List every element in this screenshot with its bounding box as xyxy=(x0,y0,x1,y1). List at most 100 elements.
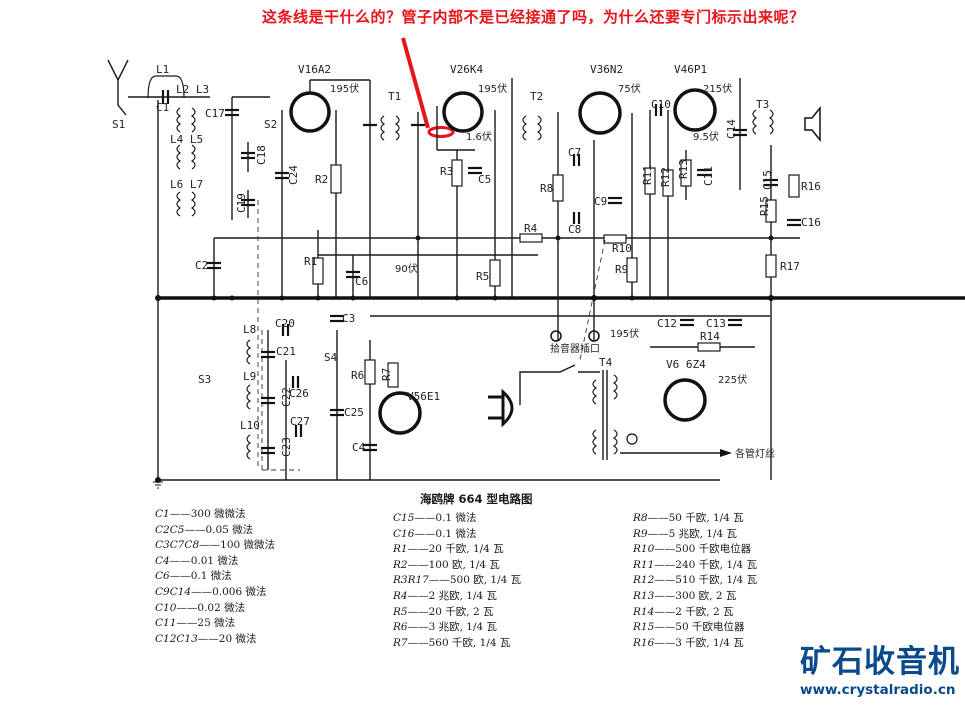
tube-v4 xyxy=(673,88,717,132)
label-c19: C19 xyxy=(235,193,248,213)
speaker-icon xyxy=(804,105,821,143)
tube-v6 xyxy=(663,378,707,422)
label-c9: C9 xyxy=(594,195,607,208)
label-c5: C5 xyxy=(478,173,491,186)
schematic-title: 海鸥牌 664 型电路图 xyxy=(420,492,533,506)
parts-row: C4——0.01 微法 xyxy=(155,554,239,567)
label-c10: C10 xyxy=(651,98,671,111)
label-l1: L1 xyxy=(156,63,169,76)
voltage-cathode-v4: 9.5伏 xyxy=(693,130,719,143)
parts-row: C10——0.02 微法 xyxy=(155,601,246,614)
label-c14: C14 xyxy=(725,119,738,139)
label-c24: C24 xyxy=(287,165,300,185)
label-r17: R17 xyxy=(780,260,800,273)
label-c20: C20 xyxy=(275,317,295,330)
label-pickup-jack: 拾音器插口 xyxy=(550,342,600,355)
label-v1: V16A2 xyxy=(298,63,331,76)
annotation-arrow xyxy=(401,37,430,129)
parts-row: R9——5 兆欧, 1/4 瓦 xyxy=(633,527,738,540)
parts-row: R6——3 兆欧, 1/4 瓦 xyxy=(393,621,498,634)
label-c6: C6 xyxy=(355,275,368,288)
label-s4: S4 xyxy=(324,351,338,364)
label-c25: C25 xyxy=(344,406,364,419)
label-s2: S2 xyxy=(264,118,277,131)
power-plug-icon xyxy=(488,388,514,428)
parts-list-col3: R8——50 千欧, 1/4 瓦 R9——5 兆欧, 1/4 瓦 R10——50… xyxy=(633,511,757,651)
label-v5: V56E1 xyxy=(407,390,440,403)
label-c3: C3 xyxy=(342,312,355,325)
label-l9: L9 xyxy=(243,370,256,383)
label-t2: T2 xyxy=(530,90,543,103)
label-r9: R9 xyxy=(615,263,628,276)
parts-row: C11——25 微法 xyxy=(155,617,236,630)
logo-name: 矿石收音机 xyxy=(800,644,960,680)
label-l6l7: L6 L7 xyxy=(170,178,203,191)
parts-row: C9C14——0.006 微法 xyxy=(155,585,267,598)
label-r16: R16 xyxy=(801,180,821,193)
power-switch[interactable] xyxy=(519,364,600,405)
label-r8: R8 xyxy=(540,182,553,195)
label-l8: L8 xyxy=(243,323,256,336)
label-c4: C4 xyxy=(352,441,366,454)
voltage-v4: 215伏 xyxy=(703,82,732,95)
label-v2: V26K4 xyxy=(450,63,483,76)
label-v6: V6 6Z4 xyxy=(666,358,706,371)
parts-row: C6——0.1 微法 xyxy=(155,570,232,583)
logo-url[interactable]: www.crystalradio.cn xyxy=(800,682,956,698)
pickup-jack-1[interactable] xyxy=(550,330,562,342)
parts-row: R5——20 千欧, 2 瓦 xyxy=(393,605,494,618)
label-r7: R7 xyxy=(380,368,393,381)
label-r2: R2 xyxy=(315,173,328,186)
label-c17: C17 xyxy=(205,107,225,120)
parts-row: R13——300 欧, 2 瓦 xyxy=(633,589,737,602)
pilot-lamp-icon xyxy=(626,433,638,445)
voltage-v3: 75伏 xyxy=(618,82,641,95)
parts-row: C1——300 微微法 xyxy=(155,508,246,520)
voltage-195-supply: 195伏 xyxy=(610,327,639,340)
label-l10: L10 xyxy=(240,419,260,432)
voltage-v2: 195伏 xyxy=(478,82,507,95)
site-logo[interactable]: 矿石收音机 www.crystalradio.cn xyxy=(800,645,960,699)
label-c12: C12 xyxy=(657,317,677,330)
parts-list-col1: C1——300 微微法 C2C5——0.05 微法 C3C7C8——100 微微… xyxy=(155,507,275,647)
label-r3: R3 xyxy=(440,165,453,178)
label-c16: C16 xyxy=(801,216,821,229)
label-r15: R15 xyxy=(758,196,771,216)
label-c1: C1 xyxy=(156,101,169,114)
l1-coil xyxy=(147,75,185,99)
label-heaters: 各管灯丝 xyxy=(735,447,775,460)
parts-row: R8——50 千欧, 1/4 瓦 xyxy=(633,512,744,524)
label-c22: C22 xyxy=(280,387,293,407)
parts-row: C12C13——20 微法 xyxy=(155,632,257,645)
circuit-schematic: L1 C1 L2 L3 S1 S2 L4 L5 L6 L7 C17 C18 C1… xyxy=(107,37,965,489)
label-t1: T1 xyxy=(388,90,401,103)
parts-row: R12——510 千欧, 1/4 瓦 xyxy=(633,574,758,587)
voltage-v1: 195伏 xyxy=(330,82,359,95)
tube-v3 xyxy=(578,91,622,135)
label-c26: C26 xyxy=(289,387,309,400)
label-c8: C8 xyxy=(568,223,581,236)
voltage-cathode-v2: 1.6伏 xyxy=(466,130,492,143)
parts-row: R16——3 千欧, 1/4 瓦 xyxy=(633,636,744,649)
label-v3: V36N2 xyxy=(590,63,623,76)
label-c13: C13 xyxy=(706,317,726,330)
parts-row: R2——100 欧, 1/4 瓦 xyxy=(393,558,500,571)
parts-row: C2C5——0.05 微法 xyxy=(155,523,254,536)
antenna-icon xyxy=(107,59,129,116)
tube-v2 xyxy=(442,91,484,133)
label-r1: R1 xyxy=(304,255,317,268)
label-l4l5: L4 L5 xyxy=(170,133,203,146)
label-t3: T3 xyxy=(756,98,769,111)
label-c11: C11 xyxy=(702,166,715,186)
label-r14: R14 xyxy=(700,330,720,343)
parts-row: R10——500 千欧电位器 xyxy=(633,543,752,556)
parts-row: C3C7C8——100 微微法 xyxy=(155,539,276,552)
pickup-jack-2[interactable] xyxy=(588,330,600,342)
label-r6: R6 xyxy=(351,369,364,382)
annotation-circle xyxy=(427,126,455,138)
label-v4: V46P1 xyxy=(674,63,707,76)
voltage-225: 225伏 xyxy=(718,373,747,386)
annotation-question: 这条线是干什么的？管子内部不是已经接通了吗，为什么还要专门标示出来呢？ xyxy=(262,8,805,26)
label-r10: R10 xyxy=(612,242,632,255)
parts-row: R1——20 千欧, 1/4 瓦 xyxy=(393,543,504,556)
